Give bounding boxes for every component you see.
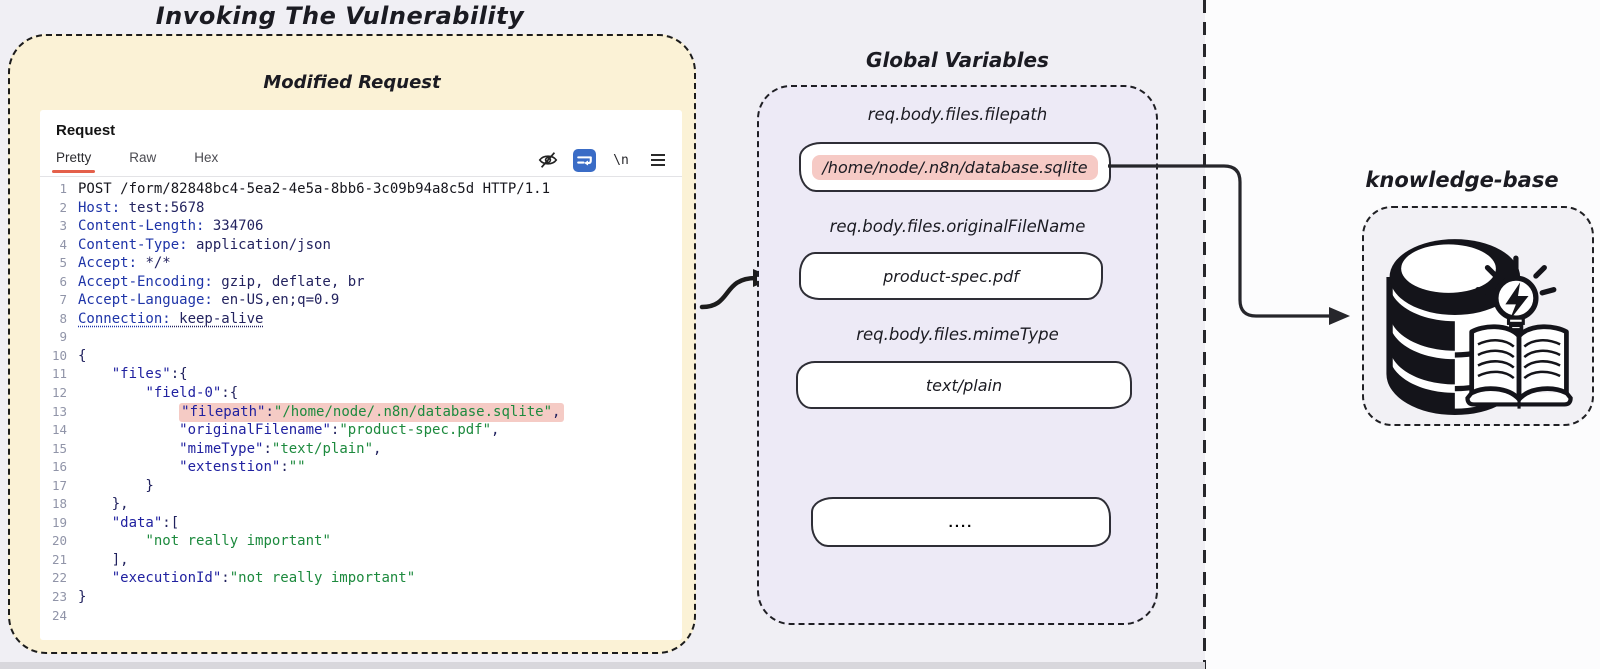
code-line: 14 "originalFilename":"product-spec.pdf"… <box>51 422 500 439</box>
code-line: 15 "mimeType":"text/plain", <box>51 440 382 457</box>
code-line: 20 "not really important" <box>51 533 331 550</box>
book-icon <box>1465 324 1573 409</box>
code-line: 16 "extenstion":"" <box>51 459 306 476</box>
code-line: 21 ], <box>51 551 129 568</box>
variable-value-filepath: /home/node/.n8n/database.sqlite <box>812 154 1098 180</box>
variable-value-originalfilename: product-spec.pdf <box>883 266 1019 286</box>
code-line: 12 "field-0":{ <box>51 385 239 402</box>
variable-box-originalfilename: product-spec.pdf <box>799 252 1103 300</box>
knowledge-base-panel <box>1362 206 1594 426</box>
code-line: 19 "data":[ <box>51 514 180 531</box>
bottom-edge-strip <box>0 662 1205 669</box>
global-variables-title: Global Variables <box>866 48 1049 72</box>
arrow-filepath-to-knowledgebase <box>1108 164 1350 325</box>
burp-request-card: Request Pretty Raw Hex <box>40 110 682 640</box>
word-wrap-icon[interactable] <box>573 148 596 172</box>
tab-hex[interactable]: Hex <box>194 150 219 165</box>
request-panel-title: Request <box>56 122 116 139</box>
request-toolbar: \n <box>536 148 670 172</box>
variable-value-mimetype: text/plain <box>925 375 1003 395</box>
code-line: 24 <box>51 607 67 623</box>
tab-pretty[interactable]: Pretty <box>51 150 96 173</box>
code-line: 9 <box>59 329 67 345</box>
lightbulb-icon <box>1475 255 1557 332</box>
code-line: 22 "executionId":"not really important" <box>51 570 416 587</box>
tab-raw[interactable]: Raw <box>129 150 157 165</box>
code-line: 18 }, <box>51 496 129 513</box>
knowledge-base-icon <box>1386 239 1573 415</box>
code-line: 13 "filepath":"/home/node/.n8n/database.… <box>40 402 682 422</box>
variable-box-filepath: /home/node/.n8n/database.sqlite <box>799 142 1111 192</box>
code-line: 10{ <box>51 347 87 364</box>
hide-icon[interactable] <box>536 148 560 172</box>
diagram-title: Invoking The Vulnerability <box>155 2 525 30</box>
variable-box-mimetype: text/plain <box>796 361 1132 409</box>
global-variables-panel: req.body.files.filepath /home/node/.n8n/… <box>757 85 1158 625</box>
modified-request-panel: Modified Request Request Pretty Raw Hex <box>8 34 696 654</box>
newline-toggle-icon[interactable]: \n <box>609 148 633 172</box>
newline-label: \n <box>613 152 629 168</box>
variable-value-ellipsis: .... <box>948 513 974 531</box>
code-line: 23} <box>51 589 87 606</box>
variable-label-mimetype: req.body.files.mimeType <box>856 325 1059 344</box>
request-view-tabs: Pretty Raw Hex <box>51 150 219 173</box>
menu-icon[interactable] <box>646 148 670 172</box>
code-line: 11 "files":{ <box>51 366 188 383</box>
knowledge-base-title: knowledge-base <box>1365 168 1559 192</box>
variable-label-originalfilename: req.body.files.originalFileName <box>829 217 1086 236</box>
variable-box-ellipsis: .... <box>811 497 1111 547</box>
code-line: 17 } <box>51 477 154 494</box>
variable-label-filepath: req.body.files.filepath <box>867 105 1048 124</box>
tab-divider <box>40 176 682 177</box>
modified-request-label: Modified Request <box>263 72 441 93</box>
vertical-dashed-separator <box>1203 0 1206 669</box>
